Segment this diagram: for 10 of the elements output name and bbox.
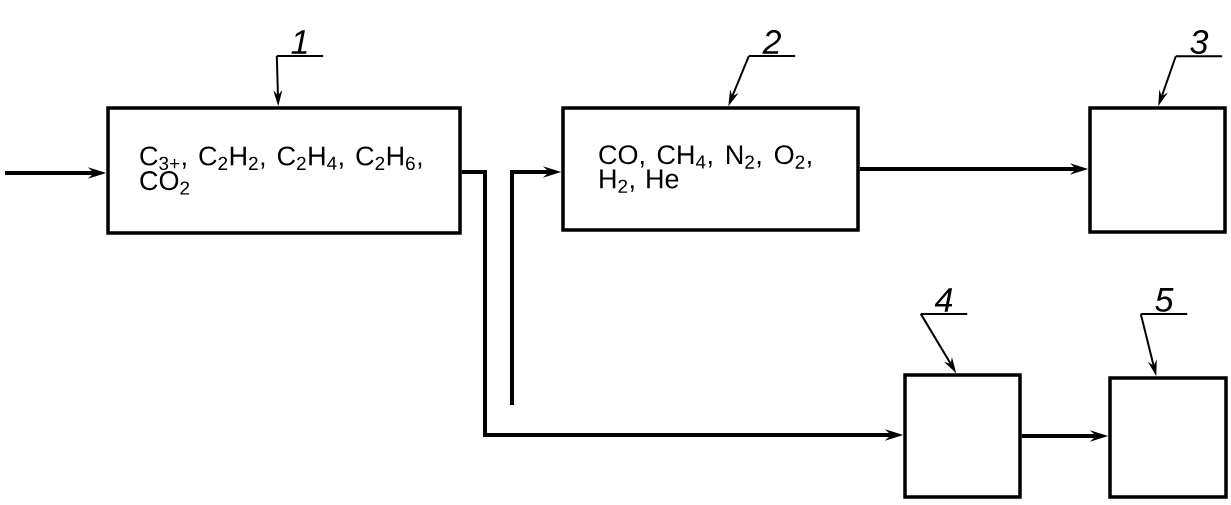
callout-number: 3: [1174, 29, 1224, 58]
callout-number: 1: [275, 30, 325, 57]
process-box: CO, CH$_{4}$, N$_{2}$, O$_{2}$, H$_{2}$, He: [561, 106, 860, 232]
callout-number: 5: [1139, 288, 1189, 316]
process-box: C$_{3+}$, C$_{2}$H$_{2}$, C$_{2}$H$_{4}$, C$_{2}$H$_{6}$, CO$_{2}$: [106, 106, 462, 235]
empty-box: [1088, 106, 1227, 234]
empty-box: [903, 373, 1022, 499]
empty-box: [1108, 376, 1228, 499]
callout-number: 4: [919, 288, 969, 315]
callout-number: 2: [747, 30, 797, 58]
